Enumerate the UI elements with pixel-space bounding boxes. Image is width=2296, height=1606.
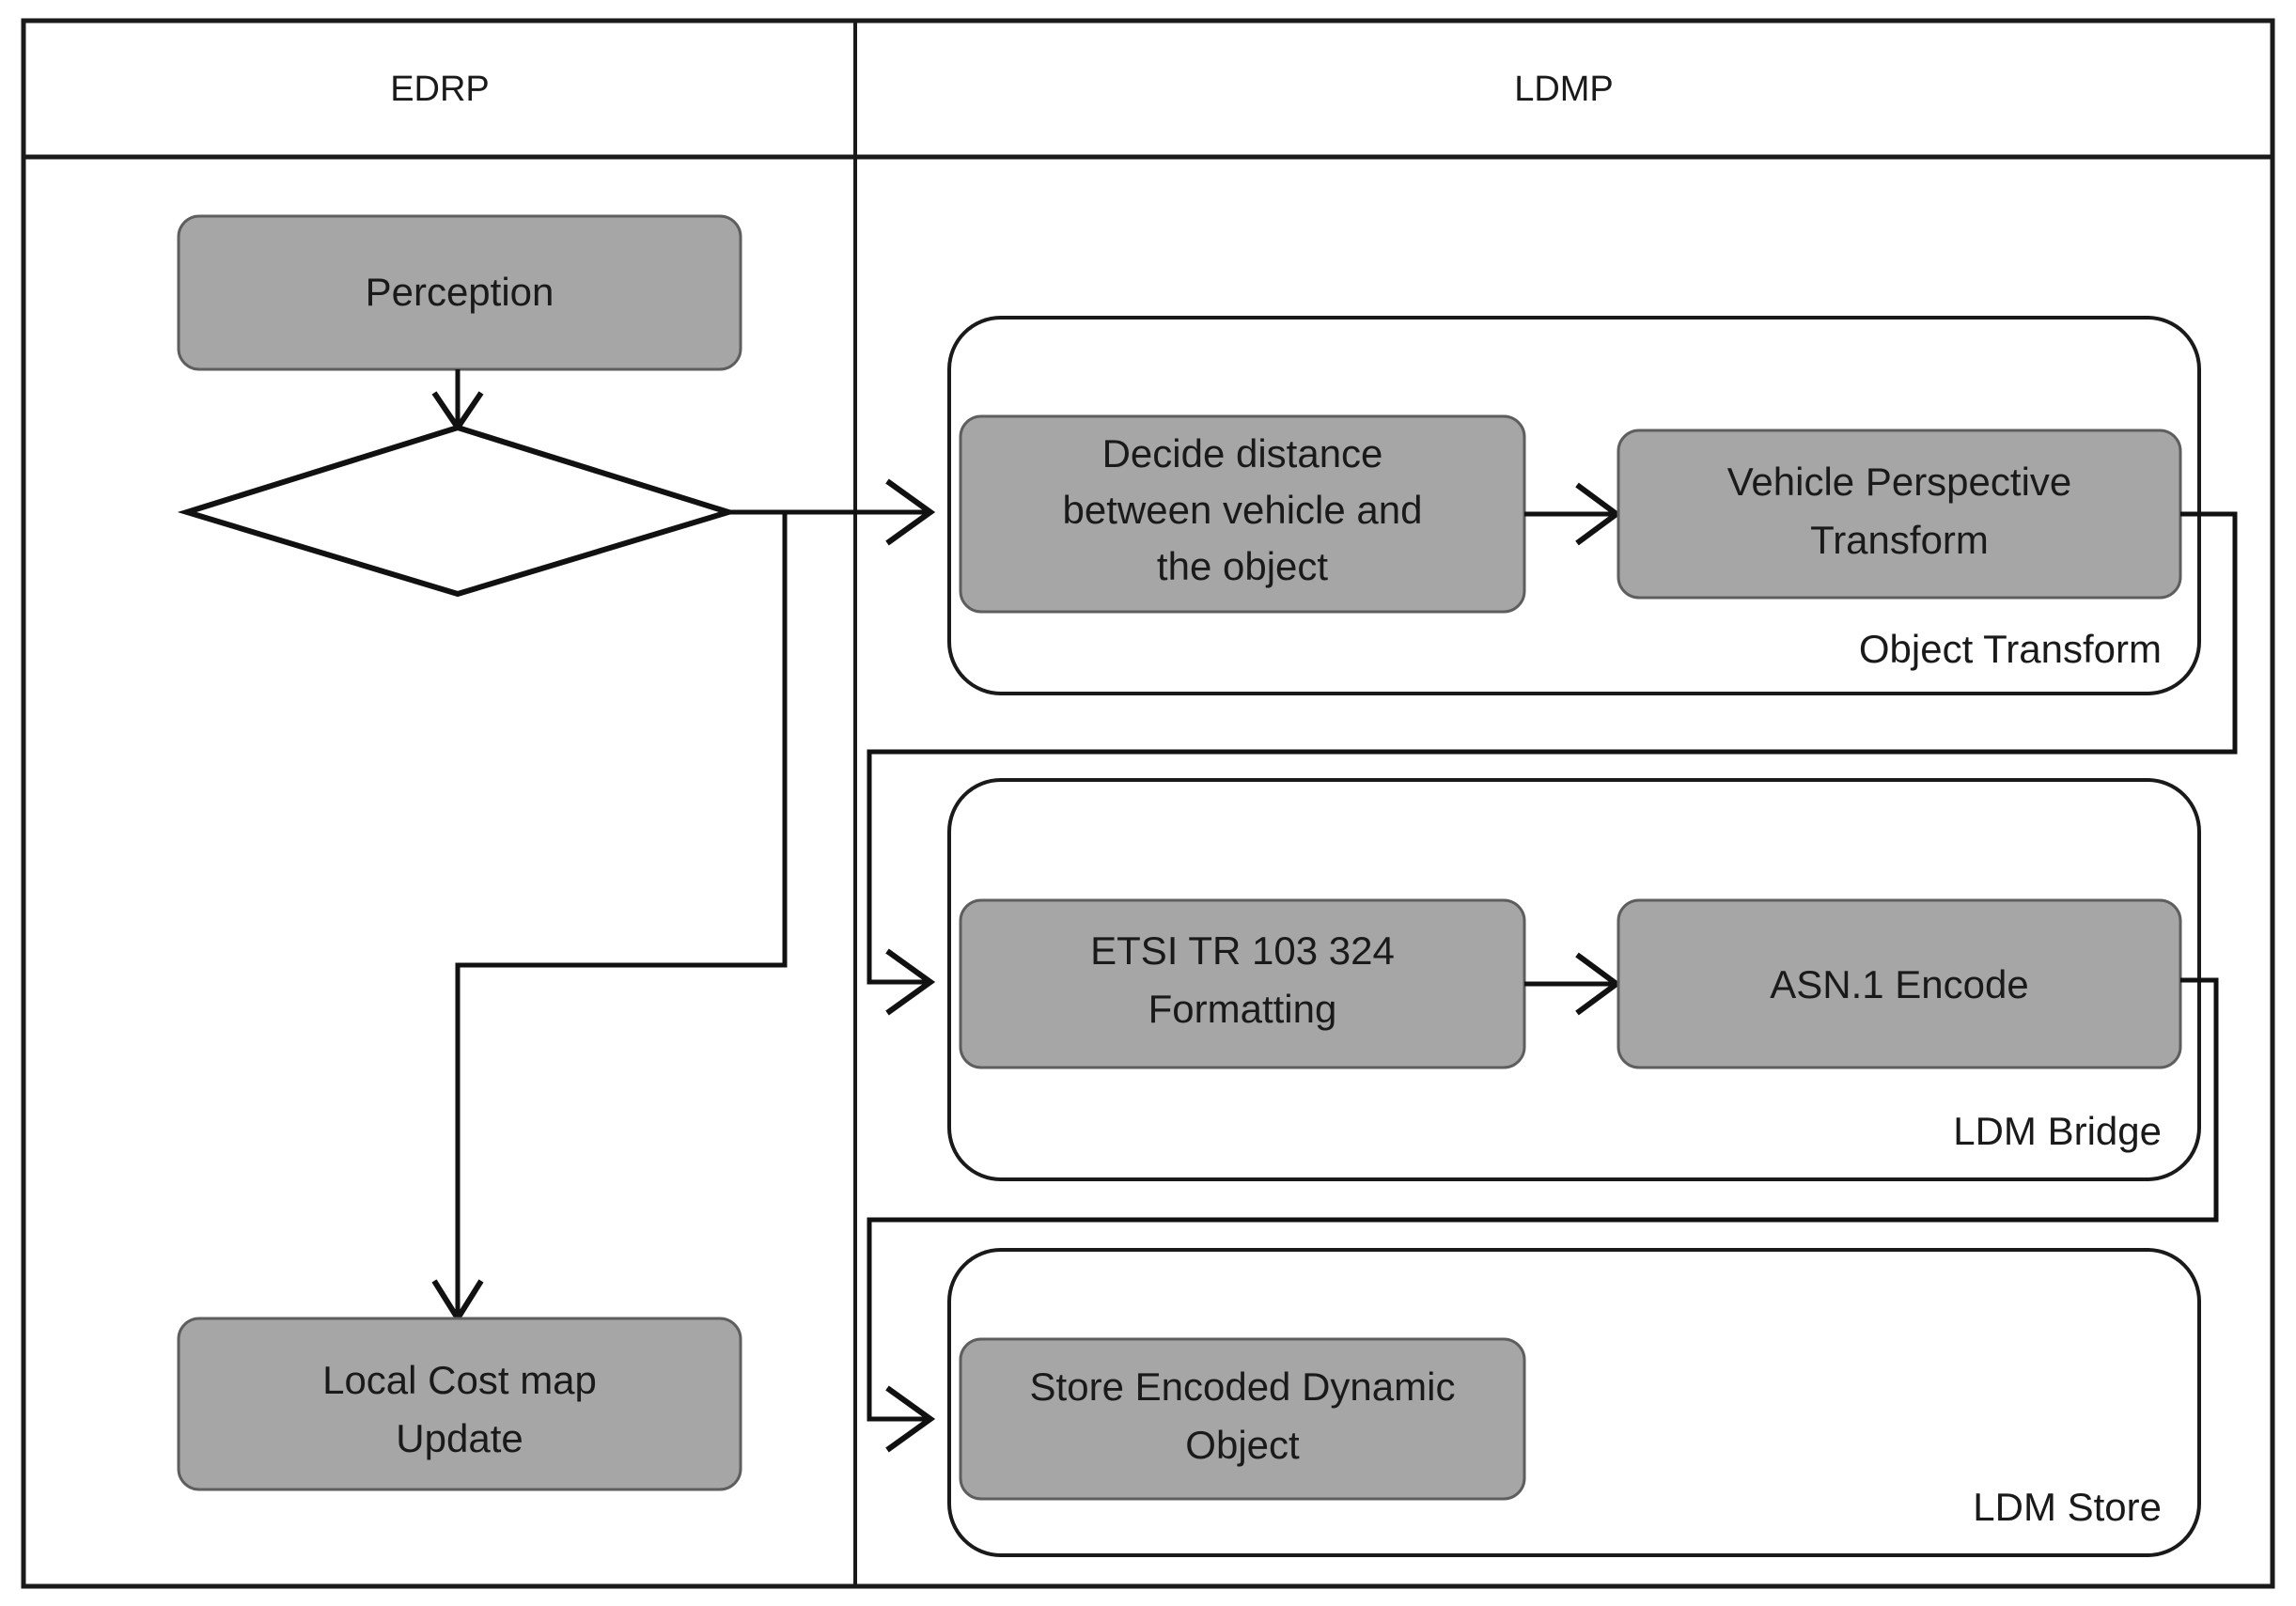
node-store-encoded-dynamic-object[interactable]: Store Encoded Dynamic Object xyxy=(959,1337,1526,1501)
node-vehicle-perspective-shape xyxy=(1617,429,2182,600)
node-vehicle-perspective-label-line1: Vehicle Perspective xyxy=(1727,460,2072,504)
edge-decide-distance-to-vehicle-perspective xyxy=(1524,482,1622,546)
group-object-transform-box xyxy=(947,316,2201,695)
node-etsi-formatting-label-line1: ETSI TR 103 324 xyxy=(1090,928,1395,973)
group-ldm-store-box xyxy=(947,1248,2201,1557)
group-object-transform-label: Object Transform xyxy=(1859,627,2162,671)
node-decide-distance[interactable]: Decide distance between vehicle and the … xyxy=(959,414,1526,614)
edge-decision-to-local-cost-map xyxy=(431,512,788,1324)
node-etsi-formatting-shape xyxy=(959,898,1526,1069)
group-ldm-store-label: LDM Store xyxy=(1973,1485,2162,1529)
node-store-encoded-label-line2: Object xyxy=(1185,1423,1300,1467)
edge-object-transform-to-ldm-bridge xyxy=(867,511,2238,1016)
node-local-cost-map-update[interactable]: Local Cost map Update xyxy=(177,1317,742,1491)
node-decide-distance-label-line1: Decide distance xyxy=(1102,431,1383,476)
group-object-transform[interactable]: Object Transform xyxy=(947,316,2201,695)
node-asn1-encode-label: ASN.1 Encode xyxy=(1770,962,2029,1006)
node-vehicle-perspective-label-line2: Transform xyxy=(1810,518,1989,562)
node-decide-distance-label-line2: between vehicle and xyxy=(1063,488,1423,532)
node-perception[interactable]: Perception xyxy=(177,214,742,371)
diagram-outer-frame xyxy=(21,18,2275,1589)
edge-etsi-to-asn1 xyxy=(1524,952,1622,1016)
node-decide-distance-label-line3: the object xyxy=(1157,544,1328,588)
lane-header-edrp: EDRP xyxy=(390,70,490,109)
edge-ldm-bridge-to-ldm-store xyxy=(867,977,2219,1453)
node-etsi-formatting-label-line2: Formatting xyxy=(1148,987,1337,1031)
node-store-encoded-label-line1: Store Encoded Dynamic xyxy=(1030,1364,1456,1409)
group-ldm-bridge-label: LDM Bridge xyxy=(1953,1109,2162,1153)
node-vehicle-perspective-transform[interactable]: Vehicle Perspective Transform xyxy=(1617,429,2182,600)
node-perception-label: Perception xyxy=(366,270,554,314)
node-local-cost-map-label-line2: Update xyxy=(396,1416,523,1460)
node-decision-shape xyxy=(177,424,739,598)
group-ldm-bridge[interactable]: LDM Bridge xyxy=(947,778,2201,1181)
edge-decision-to-object-transform xyxy=(728,478,936,546)
node-asn1-encode[interactable]: ASN.1 Encode xyxy=(1617,898,2182,1069)
node-decision[interactable] xyxy=(177,424,739,598)
edge-perception-to-decision xyxy=(431,369,484,433)
node-asn1-encode-shape xyxy=(1617,898,2182,1069)
lane-header-ldmp: LDMP xyxy=(1514,70,1614,109)
node-local-cost-map-shape xyxy=(177,1317,742,1491)
group-ldm-store[interactable]: LDM Store xyxy=(947,1248,2201,1557)
node-etsi-formatting[interactable]: ETSI TR 103 324 Formatting xyxy=(959,898,1526,1069)
node-store-encoded-shape xyxy=(959,1337,1526,1501)
node-local-cost-map-label-line1: Local Cost map xyxy=(322,1358,597,1402)
